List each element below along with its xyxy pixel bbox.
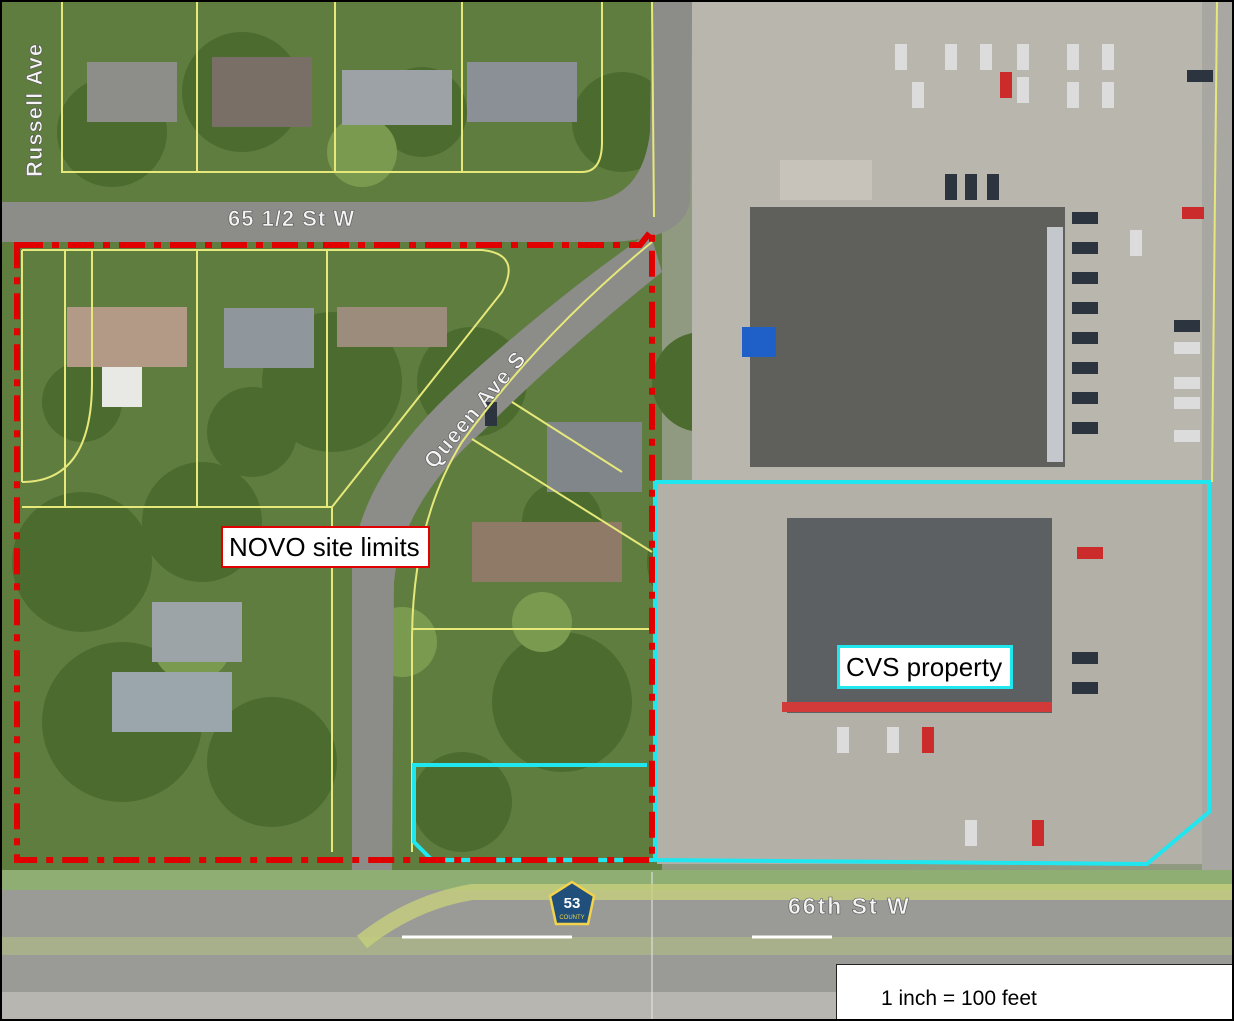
blue-tarp [742, 327, 776, 357]
red-cars [922, 72, 1204, 846]
north-building [750, 207, 1065, 467]
loading-structure [780, 160, 872, 200]
parked-cars [837, 44, 1200, 846]
street-label-65-half: 65 1/2 St W [228, 206, 355, 231]
street-65-half [2, 2, 692, 242]
bike-lane [357, 884, 1232, 949]
north-building-awning [1047, 227, 1063, 462]
scale-legend: 1 inch = 100 feet [836, 964, 1232, 1019]
site-limits-boundary [14, 221, 655, 863]
site-limits-label: NOVO site limits [221, 526, 430, 568]
route-shield-icon: 53 COUNTY [548, 880, 596, 926]
houses [67, 57, 642, 732]
route-shield-sub: COUNTY [559, 915, 584, 921]
street-label-66th: 66th St W [788, 893, 911, 919]
cvs-property-label: CVS property [837, 645, 1014, 689]
street-label-russell: Russell Ave [22, 43, 47, 177]
dark-cars [485, 70, 1213, 694]
east-road [1202, 2, 1232, 870]
median [2, 937, 1232, 955]
parcel-lines [21, 2, 1218, 852]
cvs-facade [782, 702, 1052, 712]
street-queen [352, 232, 662, 872]
route-shield-number: 53 [564, 895, 581, 912]
